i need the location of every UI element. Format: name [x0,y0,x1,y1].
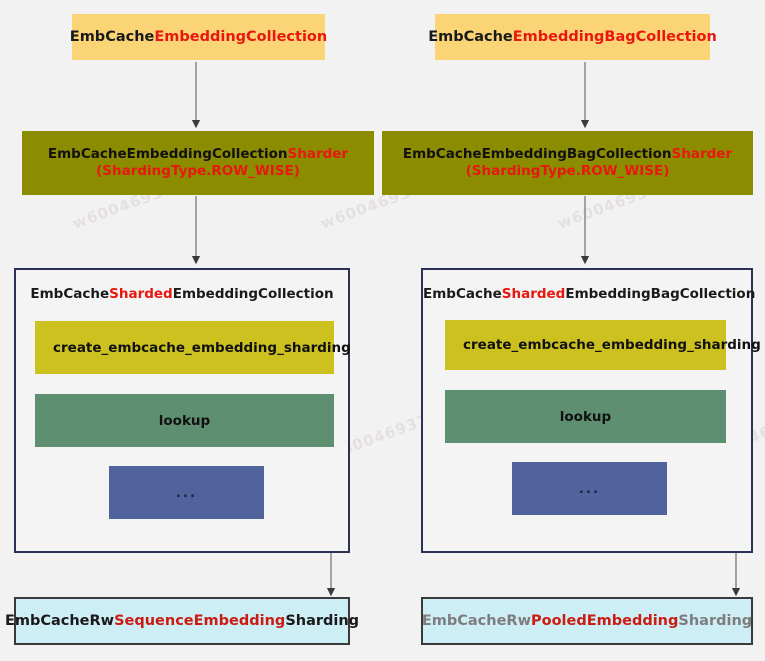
node-embcache-embeddingbag-collection[interactable]: EmbCacheEmbeddingBagCollection [428,14,717,60]
container-title-prefix: EmbCache [423,286,502,302]
bottom-prefix: EmbCacheRw [421,613,531,629]
node-embcache-embedding-collection[interactable]: EmbCacheEmbeddingCollection [70,14,327,60]
node-embcache-embeddingbag-collection-sharder[interactable]: EmbCacheEmbeddingBagCollectionSharder (S… [382,131,753,195]
method-label: ... [175,484,198,501]
sharder-highlight: Sharder [287,146,349,163]
container-title-highlight: Sharded [109,286,173,302]
label-prefix: EmbCache [428,28,513,45]
bottom-highlight: PooledEmbedding [530,613,679,629]
method-label: lookup [559,408,612,425]
method-label: ... [578,480,601,497]
method-ellipsis[interactable]: ... [512,462,667,515]
sharder-line-2: (ShardingType.ROW_WISE) [465,163,670,179]
bottom-suffix: Sharding [285,613,360,629]
node-embcache-rw-pooled-embedding-sharding[interactable]: EmbCacheRwPooledEmbeddingSharding [421,597,753,645]
container-title: EmbCacheShardedEmbeddingBagCollection [423,286,755,302]
label-prefix: EmbCache [69,28,155,45]
method-lookup[interactable]: lookup [445,390,726,443]
container-title-highlight: Sharded [501,286,566,302]
node-label: EmbCacheRwSequenceEmbeddingSharding [5,613,359,629]
container-title: EmbCacheShardedEmbeddingCollection [16,286,348,302]
container-title-suffix: EmbeddingBagCollection [565,286,756,302]
container-title-suffix: EmbeddingCollection [172,286,334,302]
container-embcache-sharded-embeddingbag-collection[interactable]: EmbCacheShardedEmbeddingBagCollection cr… [421,268,761,553]
method-label: create_embcache_embedding_sharding [53,339,351,356]
node-embcache-embedding-collection-sharder[interactable]: EmbCacheEmbeddingCollectionSharder (Shar… [22,131,374,195]
method-label: lookup [158,412,211,429]
sharder-line-1: EmbCacheEmbeddingCollectionSharder [48,146,348,163]
bottom-suffix: Sharding [678,613,753,629]
node-embcache-rw-sequence-embedding-sharding[interactable]: EmbCacheRwSequenceEmbeddingSharding [5,597,359,645]
bottom-prefix: EmbCacheRw [4,613,115,629]
node-label: EmbCacheEmbeddingCollection [70,28,327,46]
sharder-prefix: EmbCacheEmbeddingBagCollection [402,146,672,163]
label-highlight: EmbeddingCollection [154,28,328,45]
container-title-prefix: EmbCache [30,286,110,302]
node-label: EmbCacheRwPooledEmbeddingSharding [422,613,752,629]
sharder-prefix: EmbCacheEmbeddingCollection [47,146,288,163]
method-create-embcache-embedding-sharding[interactable]: create_embcache_embedding_sharding [35,321,351,374]
method-lookup[interactable]: lookup [35,394,334,447]
method-create-embcache-embedding-sharding[interactable]: create_embcache_embedding_sharding [445,320,761,370]
label-highlight: EmbeddingBagCollection [512,28,717,45]
sharder-line-1: EmbCacheEmbeddingBagCollectionSharder [403,146,732,163]
method-label: create_embcache_embedding_sharding [463,337,761,353]
container-embcache-sharded-embedding-collection[interactable]: EmbCacheShardedEmbeddingCollection creat… [14,268,351,553]
sharder-highlight: Sharder [671,146,733,163]
bottom-highlight: SequenceEmbedding [114,613,286,629]
method-ellipsis[interactable]: ... [109,466,264,519]
node-label: EmbCacheEmbeddingBagCollection [428,28,717,46]
sharder-line-2: (ShardingType.ROW_WISE) [96,163,300,179]
